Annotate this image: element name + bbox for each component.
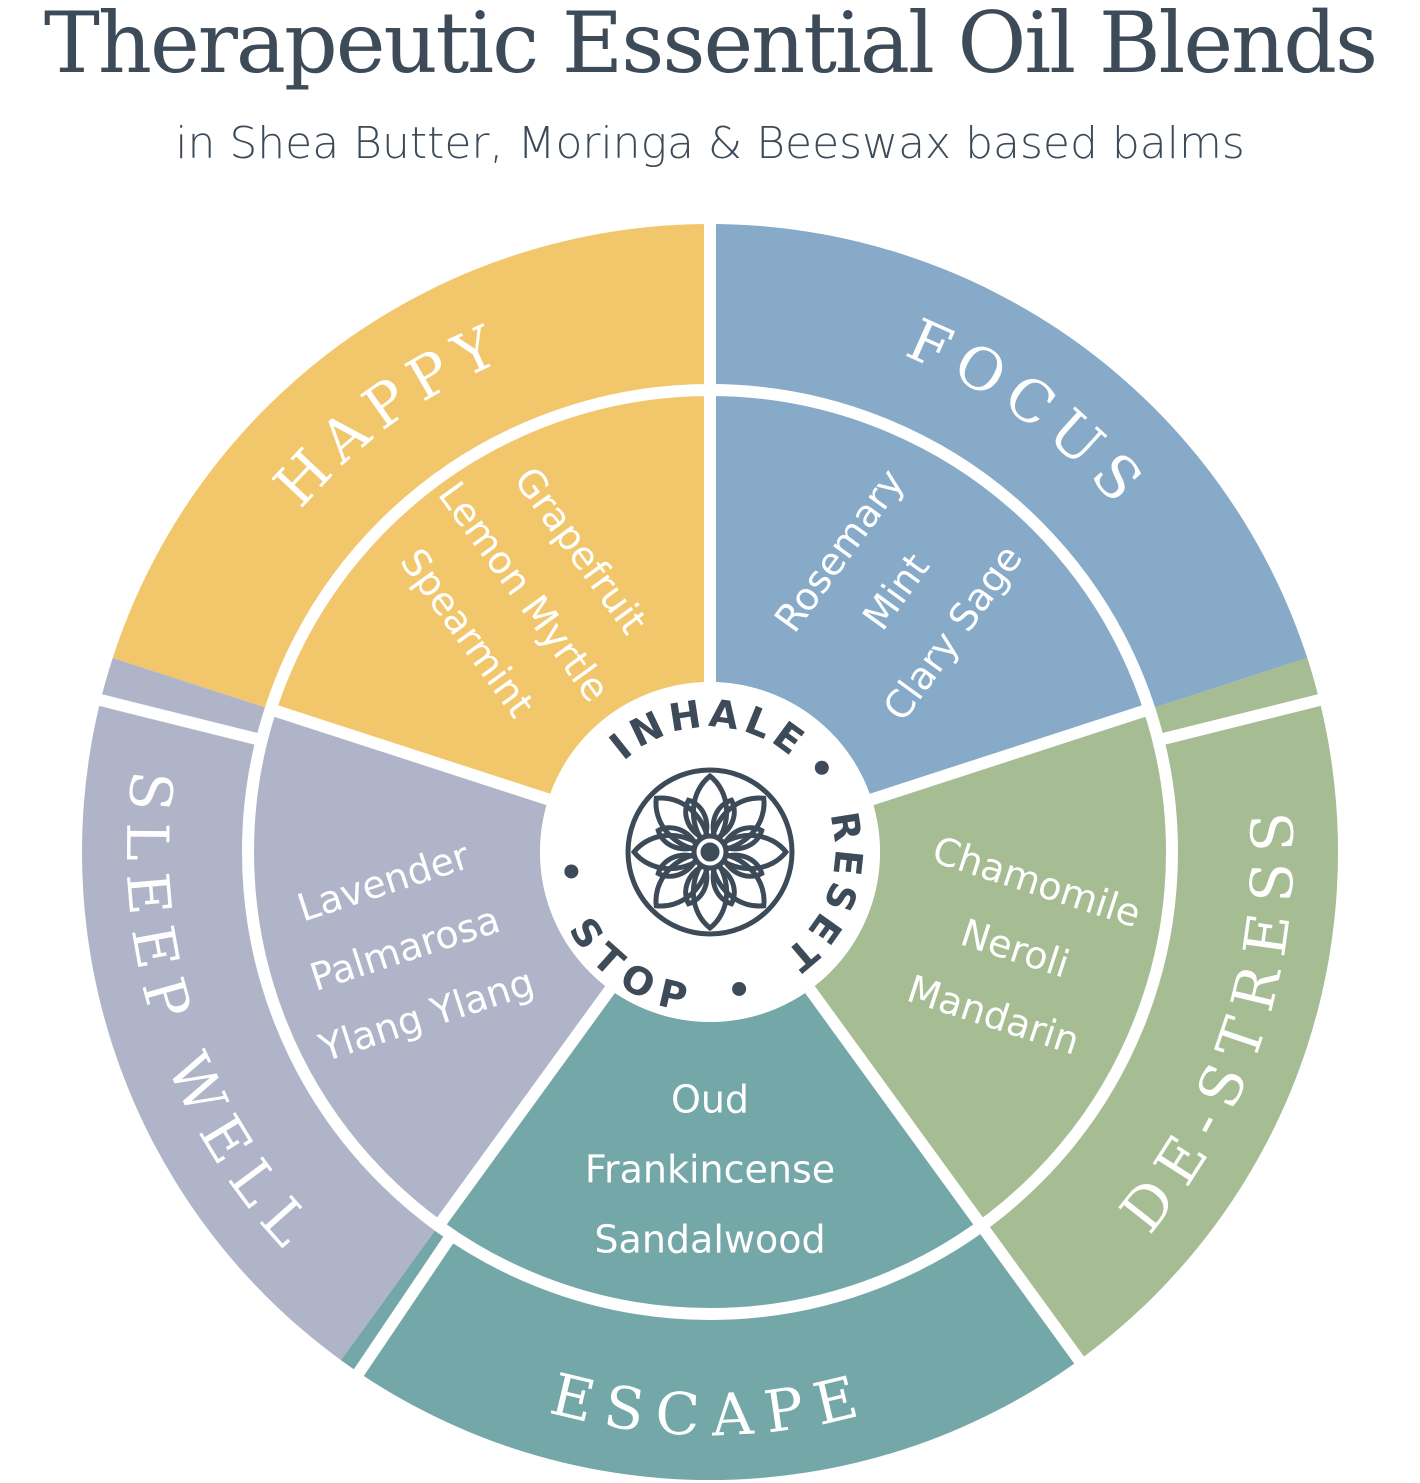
outer-ring xyxy=(82,224,1338,1481)
segment-destress-inner xyxy=(809,709,1172,1226)
segment-escape-inner xyxy=(438,989,982,1314)
inner-divider-2 xyxy=(869,703,1152,806)
segment-happy-inner xyxy=(270,390,710,800)
page-subtitle: in Shea Butter, Moringa & Beeswax based … xyxy=(175,118,1245,169)
oil-sandalwood: Sandalwood xyxy=(594,1218,825,1262)
outer-divider-0 xyxy=(95,693,264,747)
segment-focus-outer xyxy=(710,224,1308,710)
hub-dot-1 xyxy=(732,981,747,996)
inner-divider-4 xyxy=(433,986,615,1230)
segment-happy-outer xyxy=(112,224,710,710)
outer-divider-4 xyxy=(351,1231,457,1380)
inner-divider-0 xyxy=(268,703,551,806)
segment-destress-outer xyxy=(981,657,1338,1361)
segment-focus-inner xyxy=(710,390,1150,800)
inner-ring xyxy=(247,390,1172,1314)
oil-oud: Oud xyxy=(671,1078,749,1122)
page-title: Therapeutic Essential Oil Blends xyxy=(43,0,1378,92)
hub-dot-0 xyxy=(814,760,829,775)
oil-frankincense: Frankincense xyxy=(585,1148,835,1192)
outer-divider-3 xyxy=(976,1222,1087,1367)
segment-sleep-outer xyxy=(82,657,439,1361)
segment-dividers xyxy=(95,220,1325,1380)
outer-divider-2 xyxy=(1156,693,1325,747)
segment-sleep-inner xyxy=(247,709,611,1226)
lotus-flower-icon xyxy=(625,767,795,937)
segment-escape-outer xyxy=(340,1225,1080,1481)
hub-dot-2 xyxy=(564,864,579,879)
inner-divider-3 xyxy=(805,986,987,1230)
